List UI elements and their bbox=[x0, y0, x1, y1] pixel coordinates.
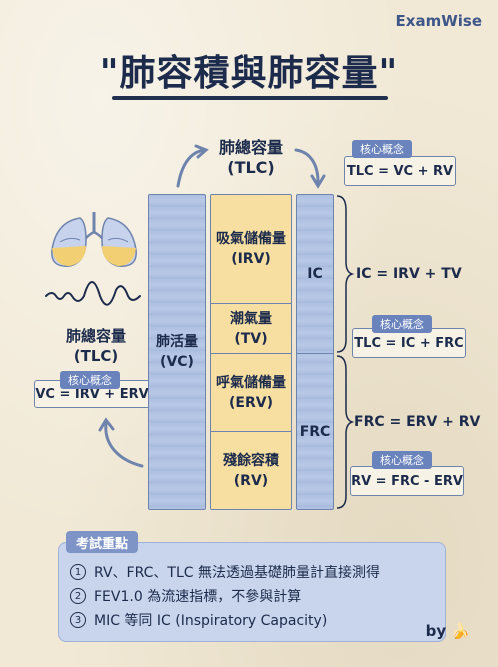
exam-item-1: 1 RV、FRC、TLC 無法透過基礎肺量計直接測得 bbox=[70, 562, 380, 582]
exam-item-3-number: 3 bbox=[70, 612, 86, 628]
vc-bar: 肺活量 (VC) bbox=[148, 194, 206, 510]
exam-points-header: 考試重點 bbox=[66, 531, 139, 553]
capacities-column: IC FRC bbox=[296, 194, 334, 510]
exam-item-1-number: 1 bbox=[70, 564, 86, 580]
left-tlc-name: 肺總容量 bbox=[65, 327, 126, 345]
ic-cell: IC bbox=[297, 195, 333, 353]
vc-key-concept-tag: 核心概念 bbox=[60, 371, 120, 389]
frc-cell: FRC bbox=[297, 353, 333, 509]
erv-name: 呼氣儲備量 bbox=[216, 374, 286, 391]
rv-cell: 殘餘容積 (RV) bbox=[211, 431, 291, 509]
irv-name: 吸氣儲備量 bbox=[216, 231, 286, 247]
lungs-icon bbox=[51, 212, 137, 267]
arrow-from-top-label bbox=[294, 148, 320, 184]
tlc-vc-rv-box: TLC = VC + RV bbox=[344, 156, 456, 186]
top-tlc-label: 肺總容量 (TLC) bbox=[196, 138, 306, 178]
mid-key-concept-tag: 核心概念 bbox=[372, 315, 432, 333]
top-key-concept-tag: 核心概念 bbox=[352, 140, 412, 158]
frc-brace bbox=[336, 355, 355, 509]
left-tlc-label: 肺總容量 (TLC) bbox=[48, 326, 144, 366]
frc-label: FRC bbox=[299, 423, 331, 440]
rv-frc-erv-box: RV = FRC - ERV bbox=[350, 466, 464, 496]
breathing-wave-icon bbox=[45, 281, 141, 306]
exam-item-1-text: RV、FRC、TLC 無法透過基礎肺量計直接測得 bbox=[94, 565, 380, 581]
exam-item-2: 2 FEV1.0 為流速指標，不參與計算 bbox=[70, 586, 301, 606]
ic-label: IC bbox=[307, 266, 323, 282]
top-tlc-abbr: (TLC) bbox=[227, 158, 275, 177]
title-underline bbox=[112, 96, 388, 100]
top-tlc-name: 肺總容量 bbox=[218, 138, 283, 157]
tv-name: 潮氣量 bbox=[230, 310, 272, 327]
ic-brace bbox=[336, 195, 355, 353]
byline: by 🍌 bbox=[425, 622, 470, 640]
exam-points-panel bbox=[58, 542, 446, 642]
rv-name: 殘餘容積 bbox=[223, 452, 279, 469]
exam-item-2-number: 2 bbox=[70, 588, 86, 604]
tlc-ic-frc-box: TLC = IC + FRC bbox=[352, 328, 466, 358]
vc-abbr: (VC) bbox=[160, 354, 194, 370]
exam-item-3-text: MIC 等同 IC (Inspiratory Capacity) bbox=[94, 613, 328, 629]
tv-cell: 潮氣量 (TV) bbox=[211, 303, 291, 353]
erv-abbr: (ERV) bbox=[229, 394, 273, 411]
ic-formula: IC = IRV + TV bbox=[356, 266, 462, 282]
brand-logo: ExamWise bbox=[395, 12, 482, 30]
exam-item-2-text: FEV1.0 為流速指標，不參與計算 bbox=[94, 589, 302, 605]
arrow-left-loop bbox=[104, 422, 144, 468]
irv-abbr: (IRV) bbox=[231, 251, 271, 267]
erv-cell: 呼氣儲備量 (ERV) bbox=[211, 353, 291, 431]
vc-formula-box: VC = IRV + ERV bbox=[34, 380, 150, 408]
volumes-column: 吸氣儲備量 (IRV) 潮氣量 (TV) 呼氣儲備量 (ERV) 殘餘容積 (R… bbox=[210, 194, 292, 510]
frc-formula: FRC = ERV + RV bbox=[354, 414, 481, 430]
vc-name: 肺活量 bbox=[156, 334, 198, 350]
rv-abbr: (RV) bbox=[233, 472, 269, 489]
tv-abbr: (TV) bbox=[234, 330, 268, 347]
left-tlc-abbr: (TLC) bbox=[73, 347, 119, 365]
arrow-to-top-label bbox=[176, 148, 206, 188]
bottom-key-concept-tag: 核心概念 bbox=[372, 451, 432, 469]
exam-item-3: 3 MIC 等同 IC (Inspiratory Capacity) bbox=[70, 610, 327, 630]
page-title: "肺容積與肺容量" bbox=[99, 52, 399, 94]
irv-cell: 吸氣儲備量 (IRV) bbox=[211, 195, 291, 303]
